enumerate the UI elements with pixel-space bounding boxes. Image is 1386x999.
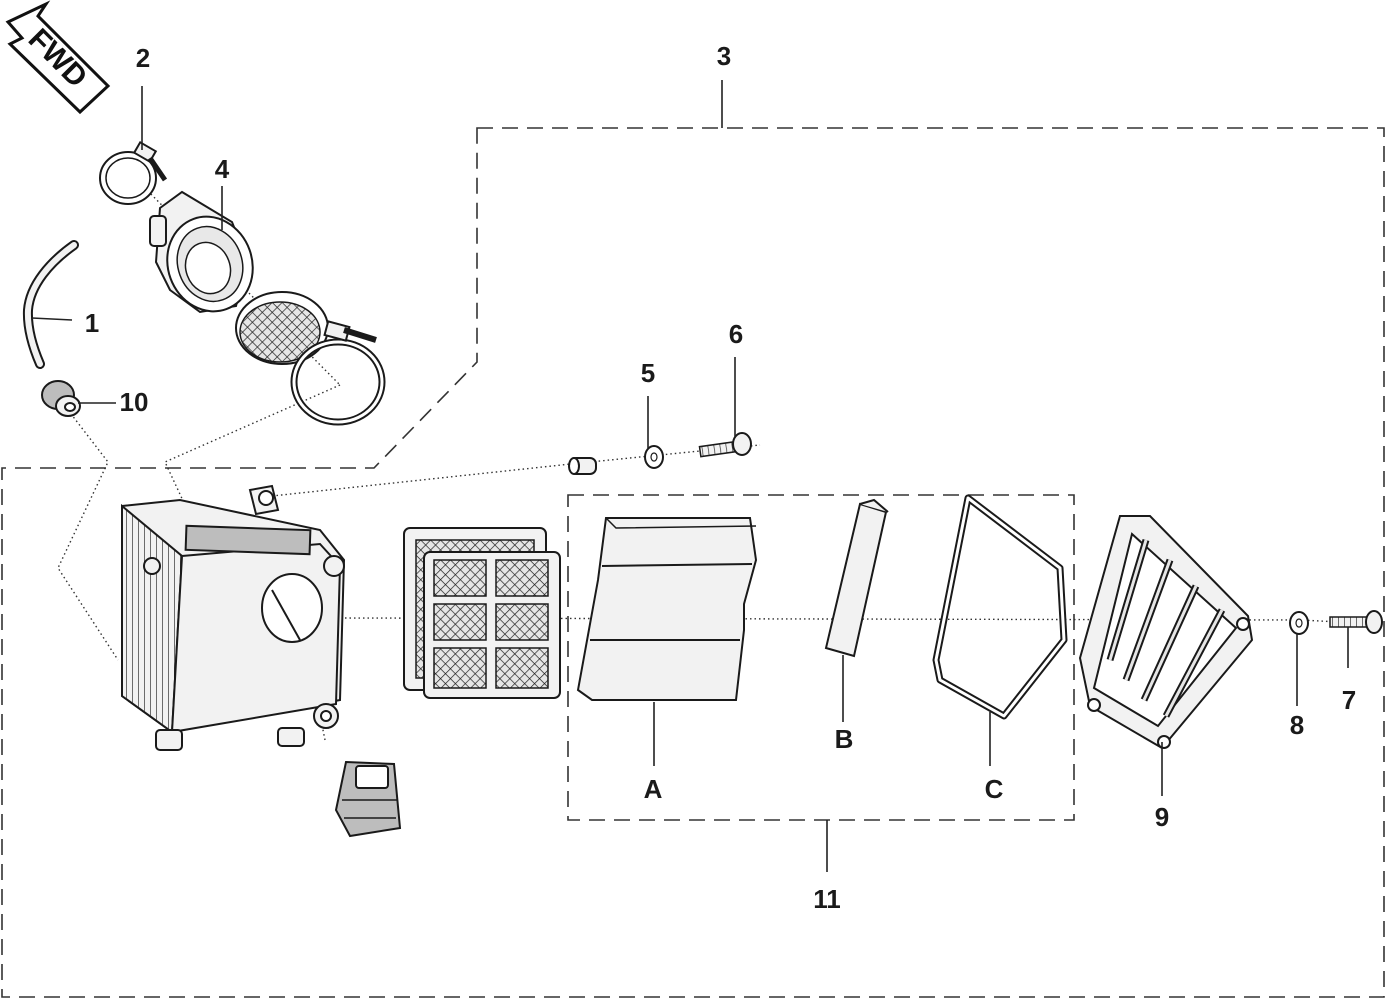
callout-c: C: [985, 774, 1004, 804]
callout-3: 3: [717, 41, 731, 71]
part-7-screw: [1329, 610, 1383, 634]
callout-7: 7: [1342, 685, 1356, 715]
callout-1: 1: [85, 308, 99, 338]
part-1-hose: [22, 240, 79, 369]
part-10-grommet: [41, 380, 81, 417]
filter-screen-frame: [403, 527, 561, 699]
part-b-foam-strip: [824, 498, 889, 658]
part-2-clamp: [99, 140, 168, 205]
fwd-arrow-icon: FWD: [5, 0, 111, 115]
callout-5: 5: [641, 358, 655, 388]
part-8-washer: [1289, 611, 1309, 635]
part-5-washer: [644, 445, 664, 469]
callout-8: 8: [1290, 710, 1304, 740]
callout-b: B: [835, 724, 854, 754]
assembly-3-boundary: [1, 127, 1385, 998]
air-box-housing: [121, 484, 346, 751]
leader-1: [31, 317, 73, 321]
intake-screen-disc: [235, 291, 329, 365]
callout-10: 10: [120, 387, 149, 417]
callout-11: 11: [813, 884, 841, 914]
callout-9: 9: [1155, 802, 1169, 832]
callout-6: 6: [729, 319, 743, 349]
drain-boot: [334, 760, 402, 838]
part-a-foam-element: [576, 517, 758, 701]
part-4-intake-funnel: [149, 190, 254, 314]
collar: [568, 457, 597, 475]
kit-11-boundary: [567, 494, 1075, 821]
callout-4: 4: [215, 154, 230, 184]
part-6-screw: [698, 432, 752, 458]
callout-2: 2: [136, 43, 150, 73]
large-clamp: [290, 320, 386, 426]
part-c-seal: [932, 494, 1068, 720]
part-9-cover: [1078, 515, 1254, 750]
callout-a: A: [644, 774, 663, 804]
